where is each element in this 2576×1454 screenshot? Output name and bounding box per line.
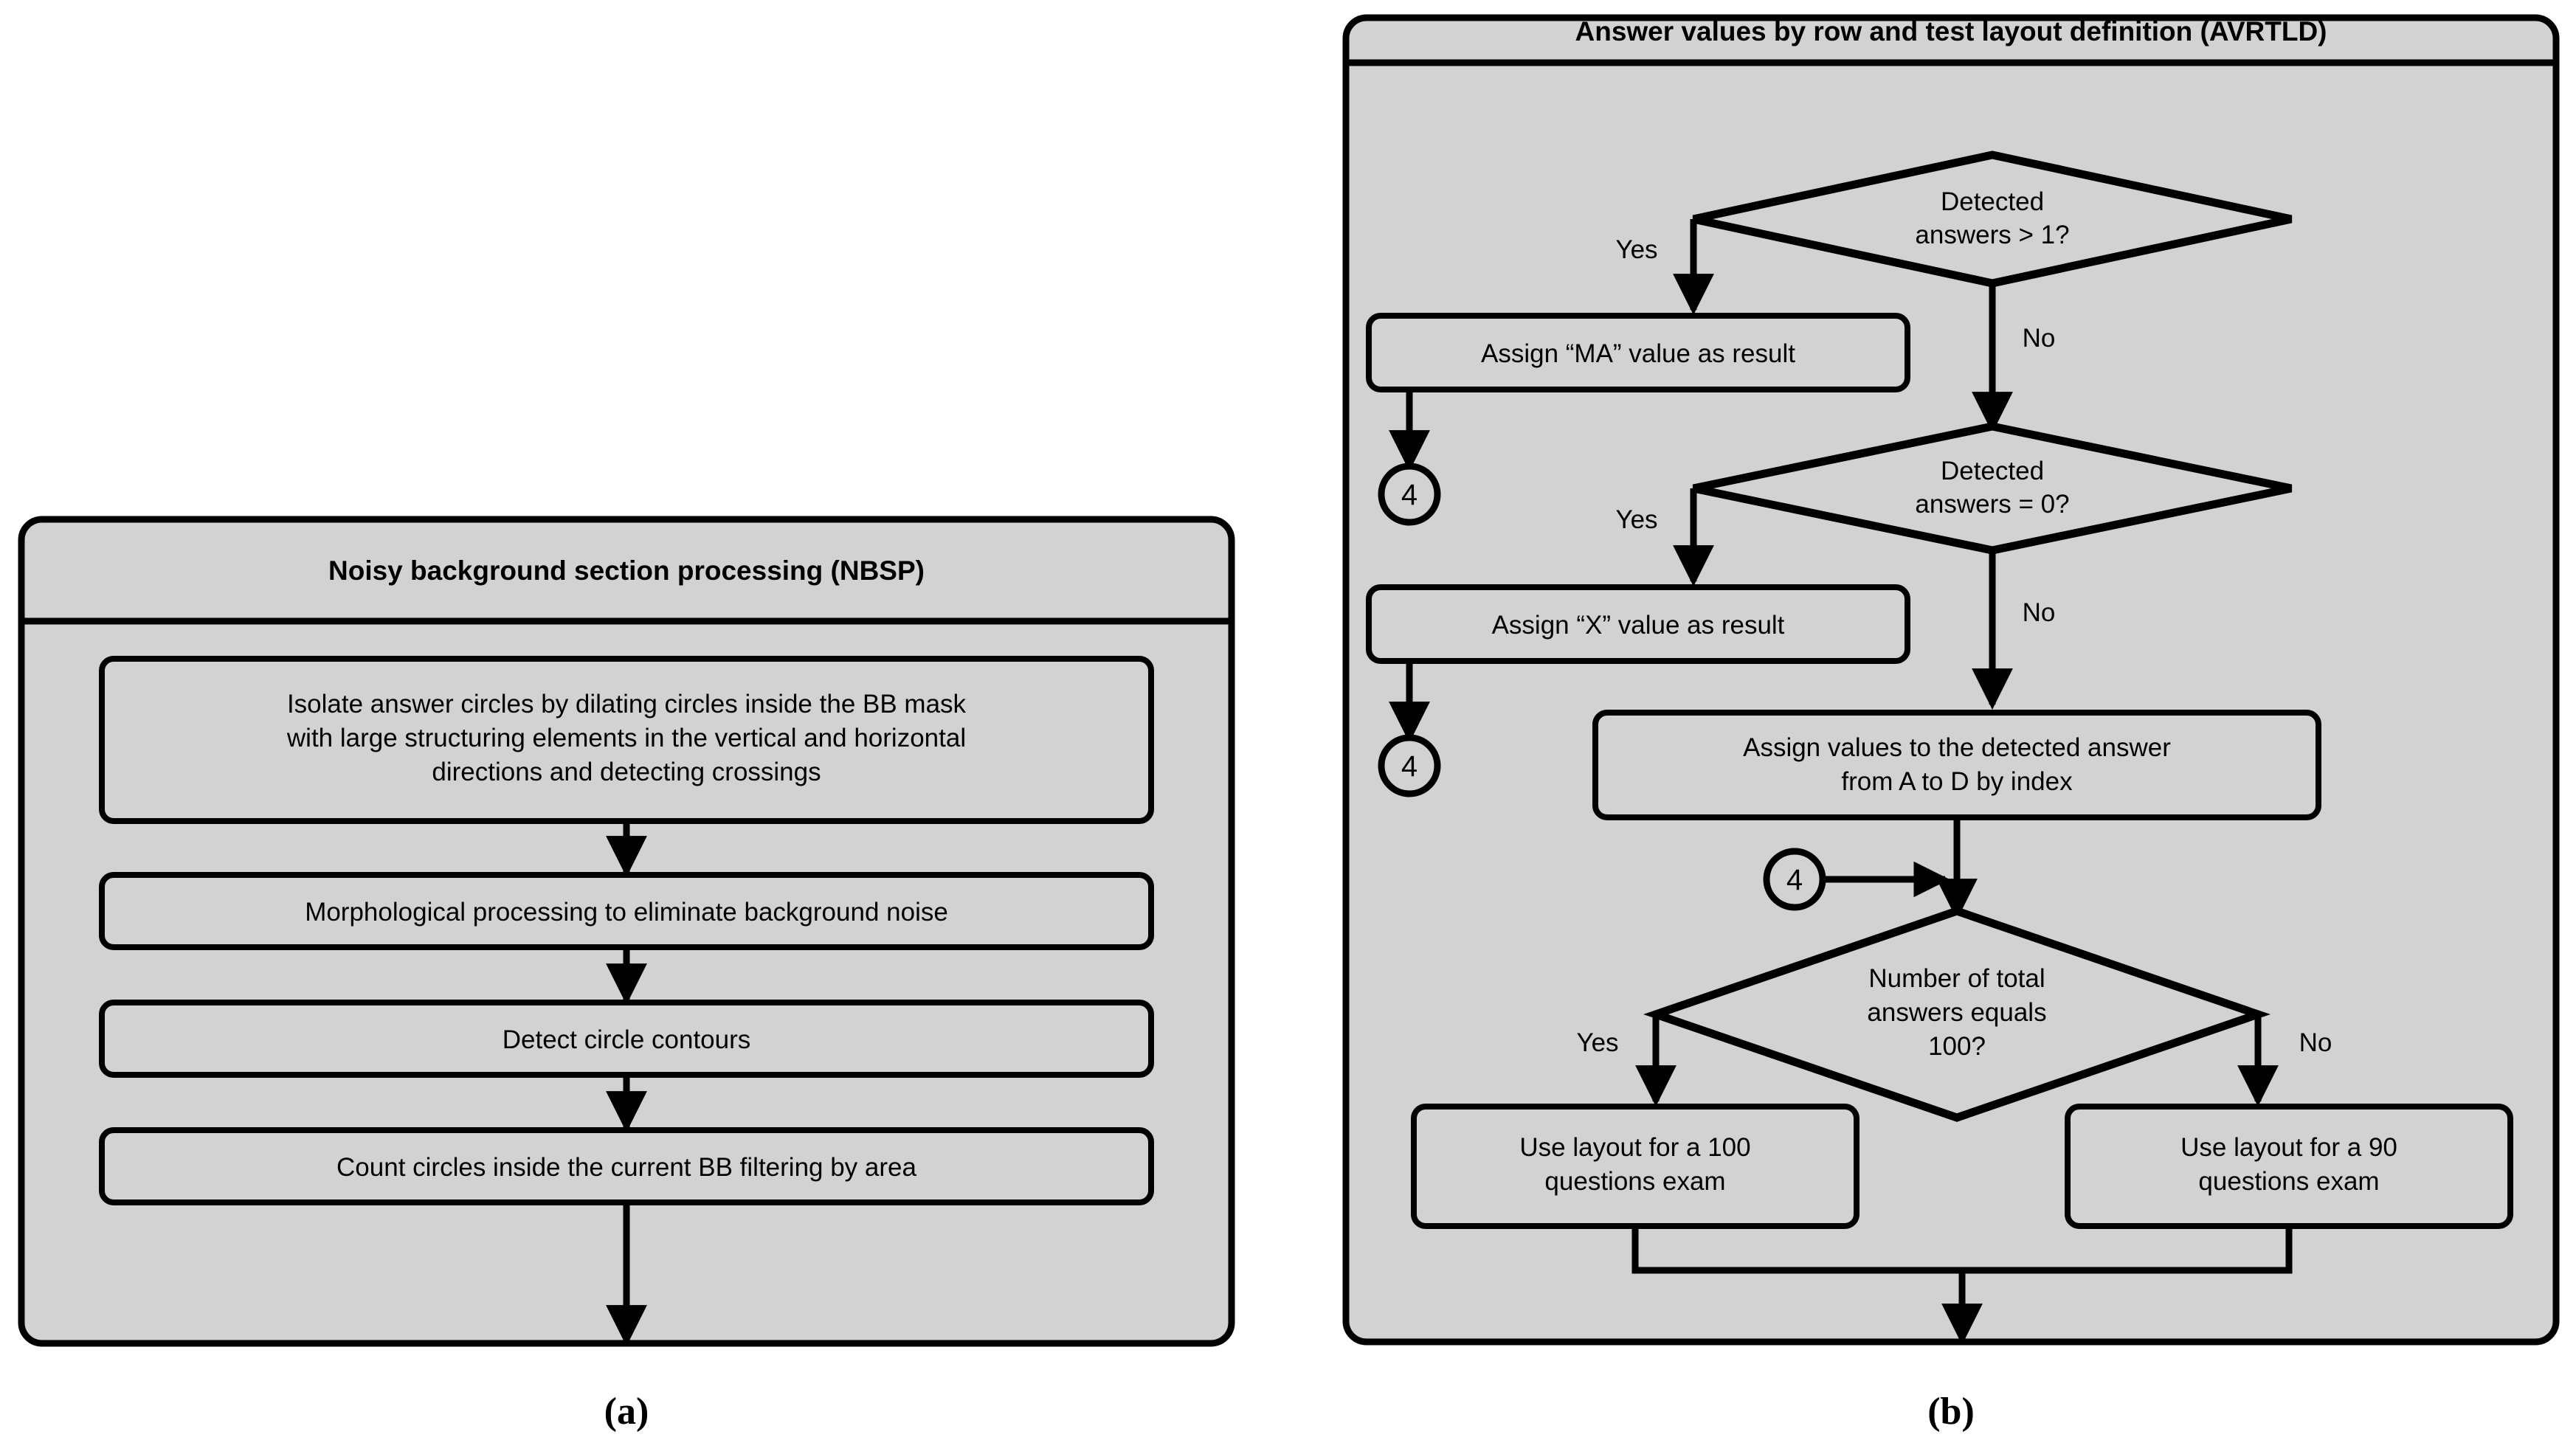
panel-b-decision-3-no-label: No: [2299, 1028, 2332, 1057]
panel-b-decision-2-line-2: answers = 0?: [1915, 490, 2069, 519]
panel-a-step-1-line-3: directions and detecting crossings: [432, 758, 821, 786]
panel-b-decision-3-line-1: Number of total: [1868, 964, 2045, 993]
panel-b-decision-2-line-1: Detected: [1941, 457, 2044, 485]
panel-b-process-5-box[interactable]: [2065, 1104, 2513, 1229]
panel-b-decision-3-line-3: 100?: [1928, 1032, 1986, 1061]
panel-b-decision-1-line-1: Detected: [1941, 187, 2044, 216]
panel-b-decision-3-shape[interactable]: [1643, 907, 2271, 1122]
panel-b: Answer values by row and test layout def…: [1342, 14, 2560, 1433]
panel-b-process-5-line-2: questions exam: [2198, 1167, 2379, 1196]
panel-b-process-3-box[interactable]: [1592, 710, 2321, 820]
panel-b-decision-1-line-2: answers > 1?: [1915, 221, 2069, 249]
panel-b-connector-2-label: 4: [1401, 750, 1418, 783]
panel-b-connector-1-circle[interactable]: [1378, 463, 1441, 526]
panel-a-step-2-line-1: Morphological processing to eliminate ba…: [305, 898, 948, 927]
panel-b-process-4-line-1: Use layout for a 100: [1519, 1133, 1750, 1162]
panel-a-step-4-line-1: Count circles inside the current BB filt…: [336, 1153, 916, 1182]
panel-b-process-2-line-1: Assign “X” value as result: [1492, 611, 1785, 640]
panel-b-process-5-line-1: Use layout for a 90: [2180, 1133, 2397, 1162]
panel-a-step-1-line-2: with large structuring elements in the v…: [286, 724, 966, 752]
panel-b-process-4-box[interactable]: [1411, 1104, 1860, 1229]
panel-a-caption: (a): [604, 1391, 649, 1433]
panel-a: Noisy background section processing (NBS…: [18, 516, 1235, 1433]
panel-b-decision-3-yes-label: Yes: [1576, 1028, 1618, 1057]
panel-b-process-2-box[interactable]: [1366, 584, 1910, 664]
panel-a-step-3-line-1: Detect circle contours: [503, 1025, 751, 1054]
panel-b-connector-1-label: 4: [1401, 479, 1418, 511]
panel-b-process-1-line-1: Assign “MA” value as result: [1481, 339, 1795, 368]
panel-b-caption: (b): [1927, 1391, 1975, 1433]
panel-a-title: Noisy background section processing (NBS…: [328, 555, 925, 586]
panel-b-decision-3-line-2: answers equals: [1867, 998, 2046, 1027]
panel-b-decision-2-no-label: No: [2023, 598, 2056, 627]
panel-b-decision-1-yes-label: Yes: [1615, 235, 1657, 264]
panel-a-step-1-line-1: Isolate answer circles by dilating circl…: [287, 690, 967, 719]
panel-b-process-3-line-2: from A to D by index: [1841, 767, 2073, 796]
panel-b-process-4-line-2: questions exam: [1544, 1167, 1725, 1196]
panel-b-connector-3-label: 4: [1786, 864, 1803, 896]
panel-b-process-1-box[interactable]: [1366, 313, 1910, 392]
panel-b-connector-2-circle[interactable]: [1378, 734, 1441, 797]
panel-b-decision-2-yes-label: Yes: [1615, 505, 1657, 534]
panel-b-process-3-line-1: Assign values to the detected answer: [1743, 733, 2171, 762]
panel-b-decision-1-no-label: No: [2023, 324, 2056, 353]
panel-b-title: Answer values by row and test layout def…: [1575, 16, 2327, 46]
